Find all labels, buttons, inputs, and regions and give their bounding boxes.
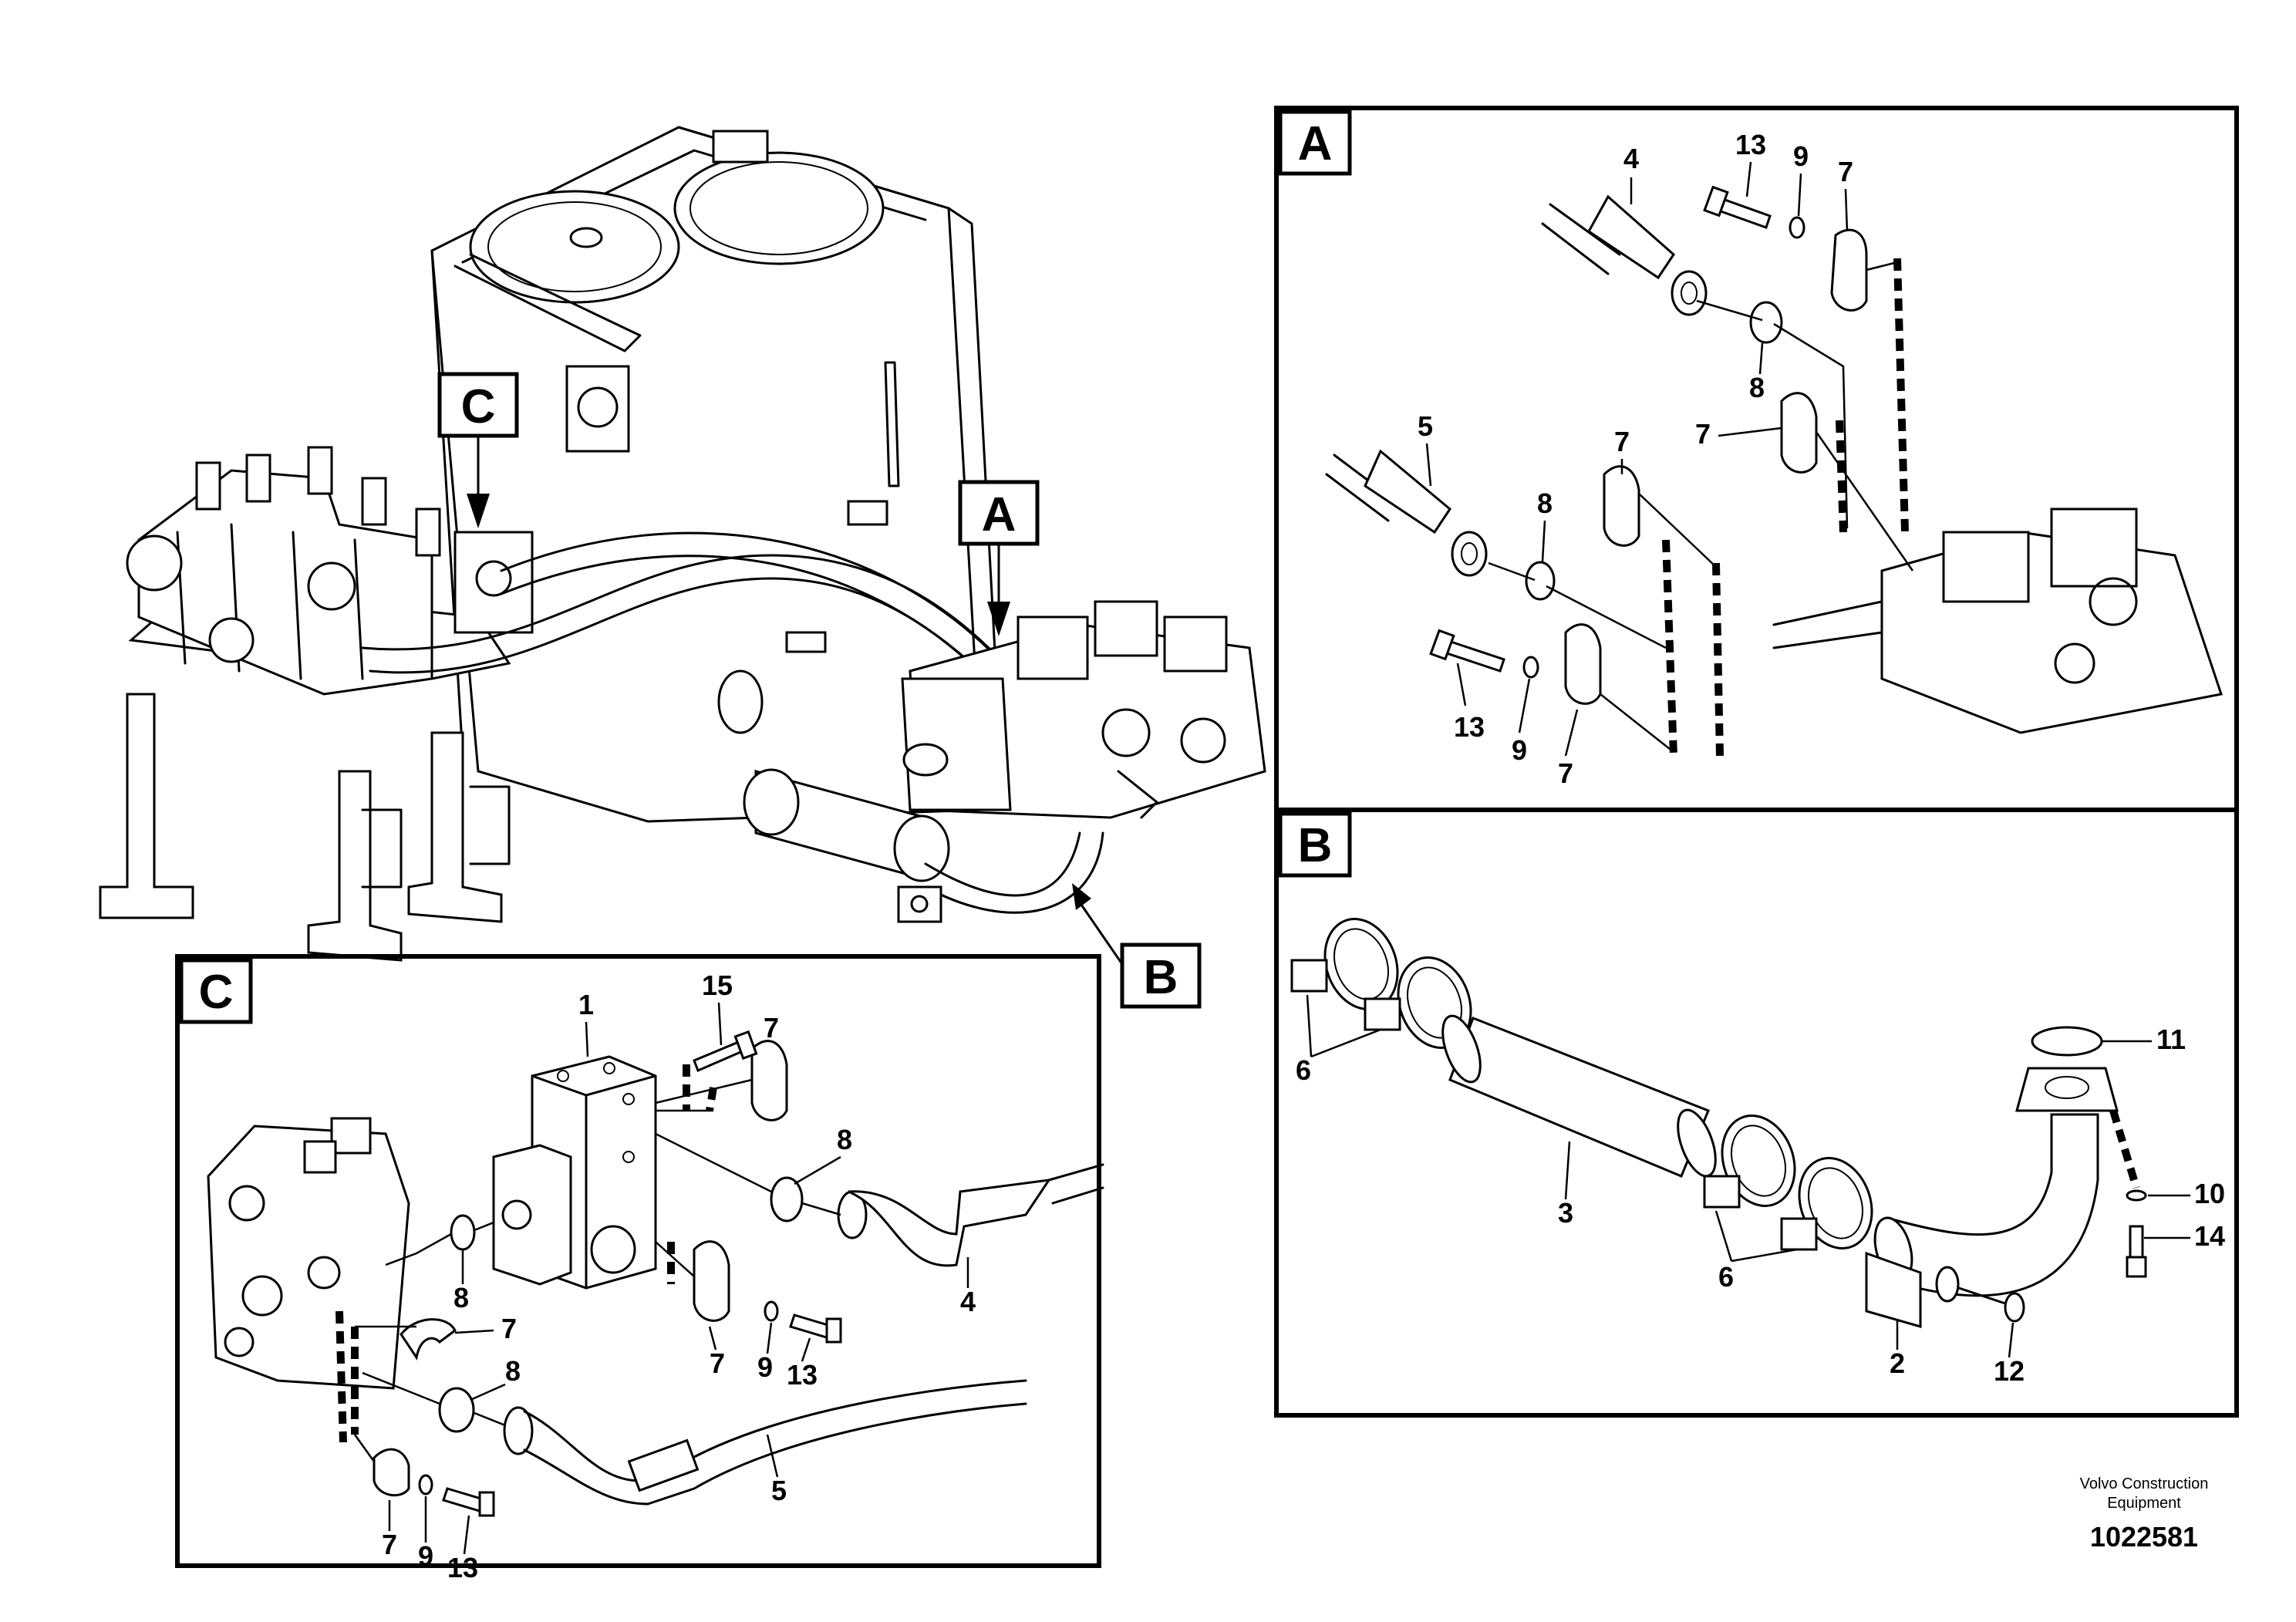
detail-c-hose-4 <box>837 1163 1104 1267</box>
detail-c-label-9-center: 9 <box>757 1351 773 1383</box>
detail-b-oring-11 <box>2031 1026 2103 1057</box>
detail-c-oring-8-right <box>770 1176 804 1222</box>
detail-a-washer-9-top <box>1789 216 1805 239</box>
detail-b-label-12: 12 <box>1994 1355 2025 1387</box>
credit-line-1: Volvo Construction <box>2080 1475 2209 1492</box>
detail-c-title: C <box>199 966 234 1019</box>
detail-a-washer-9-bottom <box>1522 656 1539 679</box>
callout-a: A <box>958 480 1040 636</box>
detail-b-label-10: 10 <box>2194 1178 2225 1209</box>
detail-a-label-7-top: 7 <box>1838 156 1853 187</box>
detail-c-label-8-right: 8 <box>837 1124 852 1155</box>
detail-b-tube-3 <box>1441 1014 1717 1178</box>
callout-b-label: B <box>1144 951 1178 1004</box>
detail-b-title: B <box>1298 819 1333 872</box>
detail-b-label-6-right: 6 <box>1718 1261 1734 1293</box>
detail-c-label-4: 4 <box>960 1286 976 1317</box>
detail-b-oring-12 <box>2004 1292 2025 1323</box>
cooler-line <box>743 768 1104 923</box>
control-valve-stand <box>99 446 534 962</box>
detail-c-label-8-mid: 8 <box>505 1355 521 1387</box>
detail-c-clamp-7-top <box>750 1040 788 1121</box>
detail-a-label-8-left: 8 <box>1537 487 1553 519</box>
detail-a-title: A <box>1298 117 1333 170</box>
credit-line-2: Equipment <box>2107 1495 2181 1512</box>
detail-a-label-7-mid: 7 <box>1695 418 1711 450</box>
detail-c-clamp-7-center <box>693 1240 730 1322</box>
detail-a-label-7-bottom: 7 <box>1558 757 1573 789</box>
detail-a-label-8-top: 8 <box>1749 372 1765 403</box>
detail-c-label-15: 15 <box>702 969 733 1001</box>
detail-c-label-13-center: 13 <box>787 1359 818 1391</box>
detail-a-oring-8-left <box>1525 561 1556 601</box>
detail-a-hose-4 <box>1541 194 1708 316</box>
detail-a-label-9-top: 9 <box>1793 140 1809 172</box>
hydraulic-pump <box>901 600 1266 819</box>
detail-c-oring-8-mid <box>438 1387 475 1433</box>
detail-c-clamp-7-left <box>400 1318 457 1361</box>
detail-c-label-7-bottom: 7 <box>382 1529 397 1560</box>
detail-c-label-1: 1 <box>578 989 594 1020</box>
detail-a-clamp-7-mid <box>1780 392 1818 474</box>
detail-c-washer-9-center <box>764 1300 779 1322</box>
detail-c-label-7-center: 7 <box>710 1347 725 1379</box>
document-number: 1022581 <box>2090 1521 2198 1553</box>
detail-b-flange-2 <box>1865 1251 1922 1328</box>
detail-b: B <box>1274 808 2239 1418</box>
detail-a-label-13-top: 13 <box>1735 129 1766 160</box>
detail-b-clamps-right <box>1703 1114 1873 1251</box>
detail-c: C <box>175 954 1104 1583</box>
detail-c-label-13-bottom: 13 <box>447 1552 478 1583</box>
detail-b-label-6-left: 6 <box>1296 1054 1311 1086</box>
detail-b-washer-10 <box>2126 1189 2147 1202</box>
hydraulic-tank <box>430 126 1004 823</box>
detail-a-pump <box>1772 508 2223 734</box>
callout-c-label: C <box>461 380 496 433</box>
detail-c-washer-9-bottom <box>418 1474 433 1496</box>
detail-c-label-8-left: 8 <box>453 1282 469 1313</box>
callout-a-label: A <box>982 488 1017 541</box>
detail-c-bolt-15 <box>693 1040 746 1072</box>
detail-c-block-1 <box>492 1055 657 1290</box>
detail-b-label-14: 14 <box>2194 1220 2225 1252</box>
main-assembly: C A B <box>99 126 1266 1009</box>
detail-c-label-5: 5 <box>771 1475 787 1506</box>
detail-a-clamp-7-bottom <box>1564 623 1602 705</box>
detail-a-label-5: 5 <box>1418 410 1433 442</box>
detail-b-label-3: 3 <box>1558 1197 1573 1229</box>
detail-c-hose-5 <box>503 1379 1027 1506</box>
detail-a-clamp-7-left <box>1603 465 1640 547</box>
detail-a: A <box>1274 106 2239 812</box>
detail-a-label-7-left: 7 <box>1614 426 1630 457</box>
detail-c-label-7-left: 7 <box>501 1313 517 1344</box>
detail-c-label-7-top: 7 <box>764 1012 779 1044</box>
callout-c: C <box>437 372 519 528</box>
detail-c-clamp-7-bottom <box>373 1448 410 1497</box>
detail-c-oring-8-left <box>450 1214 476 1251</box>
detail-a-label-9-bottom: 9 <box>1512 734 1527 766</box>
hoses-main <box>361 531 1020 696</box>
detail-c-valve <box>207 1117 410 1390</box>
detail-b-label-11: 11 <box>2156 1023 2186 1055</box>
callout-b: B <box>1072 883 1202 1009</box>
detail-a-label-13-bottom: 13 <box>1454 711 1485 743</box>
detail-a-label-4: 4 <box>1623 143 1639 174</box>
footer: Volvo Construction Equipment 1022581 <box>2080 1475 2209 1553</box>
detail-b-label-2: 2 <box>1890 1347 1905 1379</box>
detail-b-elbow-pipe <box>1873 1067 2119 1297</box>
detail-c-label-9-bottom: 9 <box>418 1540 433 1572</box>
detail-a-oring-8-top <box>1749 301 1783 344</box>
detail-a-clamp-7-top <box>1830 228 1868 312</box>
detail-a-hose-5 <box>1325 449 1488 577</box>
